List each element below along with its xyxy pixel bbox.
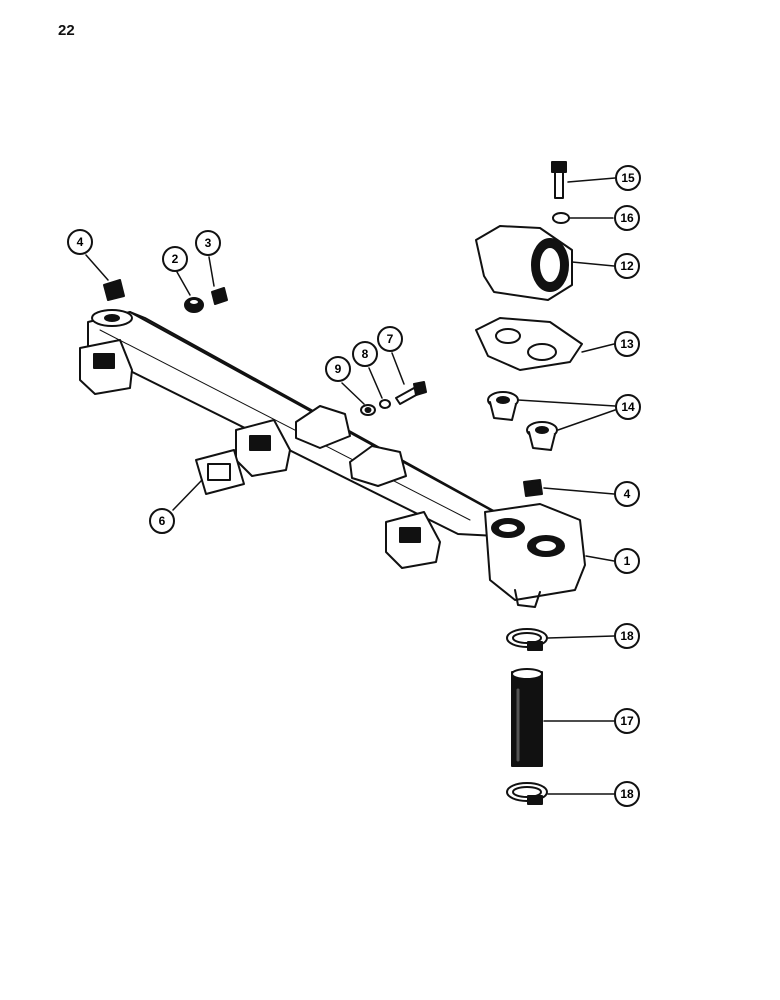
callout-6: 6: [149, 508, 175, 534]
callout-label: 18: [620, 629, 634, 643]
callout-15: 15: [615, 165, 641, 191]
callout-label: 1: [624, 554, 631, 568]
callout-4-right: 4: [614, 481, 640, 507]
elbow-part: [475, 225, 573, 301]
hose-clamp-part: [506, 628, 548, 651]
thermostat-part: [487, 391, 558, 451]
callout-label: 3: [205, 236, 212, 250]
callout-16: 16: [614, 205, 640, 231]
callout-label: 15: [621, 171, 635, 185]
callout-14: 14: [615, 394, 641, 420]
hose-part: [511, 668, 543, 767]
callout-label: 17: [620, 714, 634, 728]
washer-part: [360, 404, 376, 416]
page-number: 22: [58, 22, 75, 39]
callout-label: 13: [620, 337, 634, 351]
callout-label: 2: [172, 252, 179, 266]
callout-2: 2: [162, 246, 188, 272]
callout-13: 13: [614, 331, 640, 357]
callout-18-lower: 18: [614, 781, 640, 807]
callout-label: 16: [620, 211, 634, 225]
plug-part-right: [523, 479, 543, 497]
bolt-15-part: [551, 161, 567, 199]
lock-washer-part: [379, 399, 391, 409]
callout-12: 12: [614, 253, 640, 279]
callout-17: 17: [614, 708, 640, 734]
callout-label: 6: [159, 514, 166, 528]
callout-1: 1: [614, 548, 640, 574]
callout-9: 9: [325, 356, 351, 382]
callout-label: 4: [77, 235, 84, 249]
washer-16-part: [552, 212, 570, 224]
callout-label: 7: [387, 332, 394, 346]
callout-label: 12: [620, 259, 634, 273]
callout-label: 4: [624, 487, 631, 501]
gasket-part: [195, 449, 245, 495]
manifold-body: [79, 309, 586, 608]
bolt-part: [395, 381, 427, 405]
callout-label: 9: [335, 362, 342, 376]
plug-part: [103, 279, 125, 301]
leader-lines: [85, 177, 616, 795]
callout-3: 3: [195, 230, 221, 256]
plug-part-3: [211, 287, 228, 305]
callout-18-upper: 18: [614, 623, 640, 649]
callout-label: 18: [620, 787, 634, 801]
fitting-part: [184, 297, 204, 313]
callout-8: 8: [352, 341, 378, 367]
callout-label: 14: [621, 400, 635, 414]
callout-4-left: 4: [67, 229, 93, 255]
callout-label: 8: [362, 347, 369, 361]
hose-clamp-part-lower: [506, 782, 548, 805]
callout-7: 7: [377, 326, 403, 352]
gasket-13-part: [475, 317, 583, 371]
